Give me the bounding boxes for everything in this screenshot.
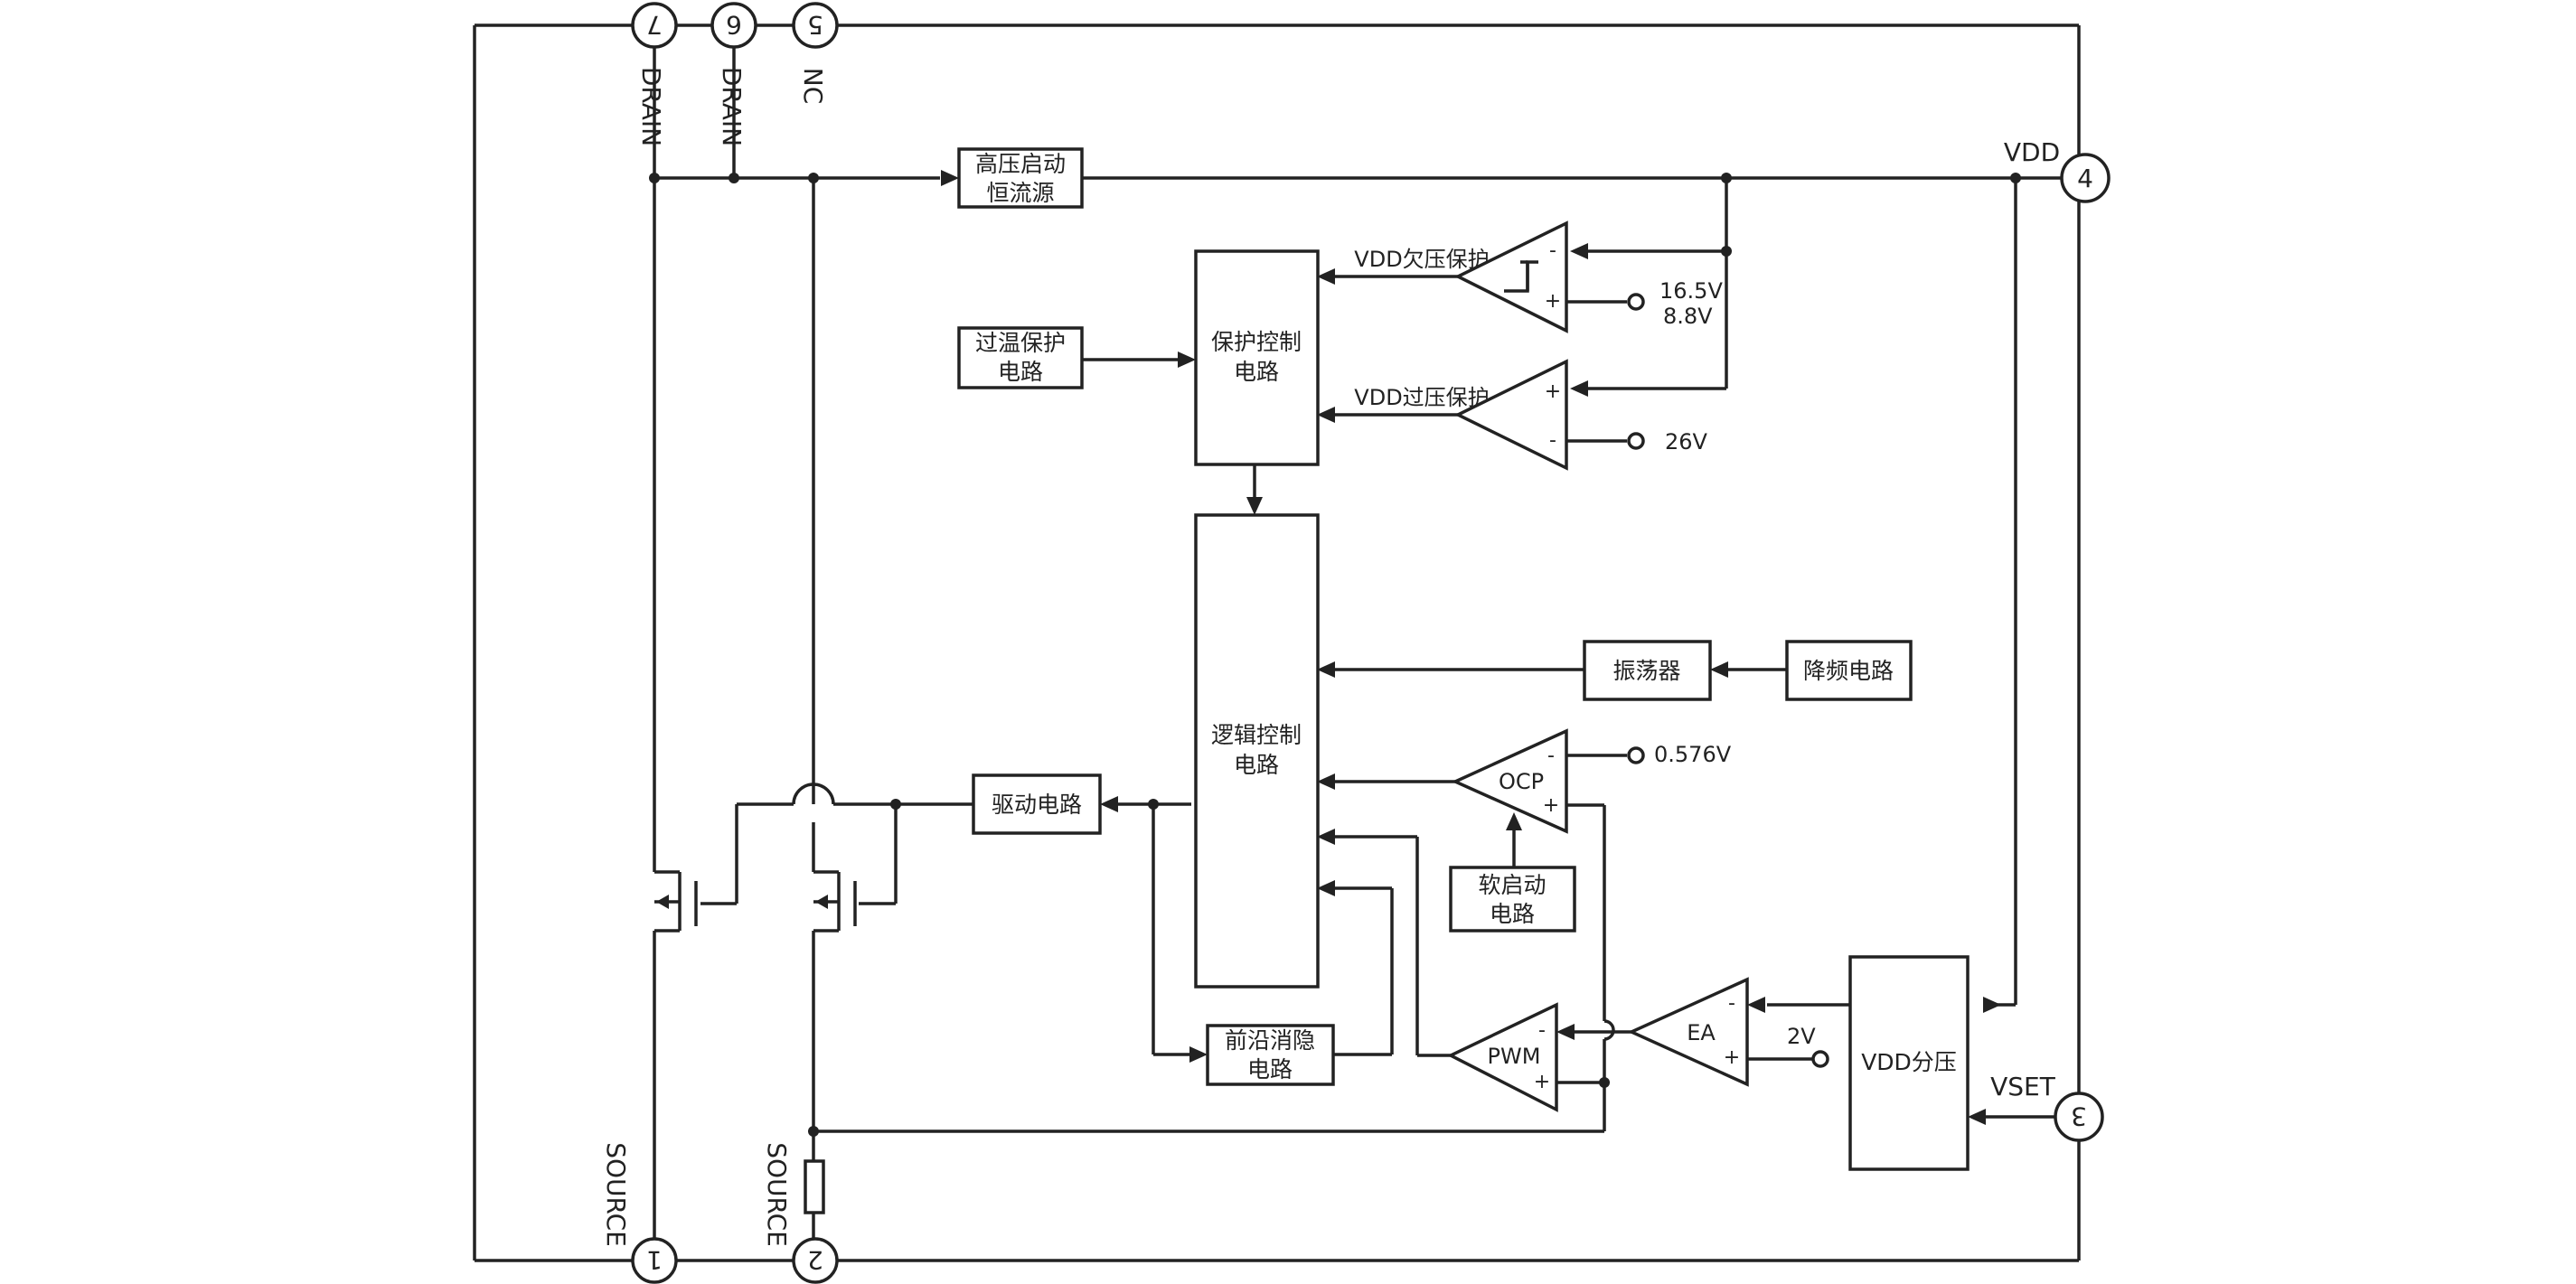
pin-name: SOURCE	[601, 1142, 631, 1247]
ovp-label: VDD过压保护	[1354, 385, 1489, 410]
pin-name: VSET	[1990, 1072, 2056, 1101]
pin-6: 6 DRAIN	[710, 2, 757, 146]
wire-hop	[1603, 1019, 1615, 1041]
mosfet-right	[813, 870, 857, 933]
pin-number: 4	[2077, 164, 2093, 193]
protect-ctrl-block: 保护控制 电路	[1194, 249, 1320, 466]
chip-outline	[473, 23, 2081, 1262]
svg-text:+: +	[1545, 290, 1561, 313]
svg-text:+: +	[1543, 794, 1559, 817]
svg-text:高压启动: 高压启动	[975, 151, 1066, 177]
arrowheads	[941, 170, 2001, 1125]
uvlo-threshold-low: 8.8V	[1663, 304, 1713, 329]
pin-name: VDD	[2004, 137, 2060, 167]
pin-1: 1 SOURCE	[601, 1142, 678, 1284]
ovp-comparator: + -	[1454, 359, 1568, 471]
sense-resistor	[804, 1159, 825, 1214]
svg-text:电路: 电路	[1247, 1056, 1293, 1082]
mosfet-left	[654, 870, 698, 933]
svg-text:VDD分压: VDD分压	[1861, 1049, 1957, 1075]
hv-startup-block: 高压启动 恒流源	[957, 147, 1084, 209]
pin-3: 3 VSET	[1990, 1072, 2104, 1142]
svg-text:电路: 电路	[998, 359, 1043, 385]
svg-text:软启动: 软启动	[1478, 872, 1546, 898]
svg-text:PWM: PWM	[1488, 1044, 1541, 1069]
pin-name: DRAIN	[717, 67, 747, 146]
pin-2: 2 SOURCE	[762, 1142, 839, 1284]
svg-text:电路: 电路	[1490, 901, 1535, 927]
svg-text:-: -	[1728, 992, 1735, 1015]
pin-number: 6	[726, 10, 742, 40]
soft-start-block: 软启动 电路	[1449, 866, 1576, 933]
freq-reduce-block: 降频电路	[1785, 640, 1913, 701]
svg-text:降频电路: 降频电路	[1803, 658, 1894, 684]
svg-text:前沿消隐: 前沿消隐	[1225, 1027, 1315, 1054]
uvlo-threshold-high: 16.5V	[1659, 278, 1723, 304]
svg-text:-: -	[1547, 745, 1555, 767]
ea-reference: 2V	[1787, 1024, 1816, 1049]
ocp-reference: 0.576V	[1654, 742, 1732, 767]
ocp-comparator: - + OCP	[1451, 728, 1568, 834]
leb-block: 前沿消隐 电路	[1206, 1024, 1335, 1086]
svg-text:电路: 电路	[1234, 752, 1279, 778]
svg-text:OCP: OCP	[1499, 769, 1544, 794]
svg-text:恒流源: 恒流源	[986, 180, 1054, 206]
pin-number: 1	[646, 1245, 663, 1275]
svg-text:过温保护: 过温保护	[975, 330, 1066, 356]
svg-text:逻辑控制: 逻辑控制	[1211, 722, 1302, 748]
pin-number: 2	[807, 1245, 823, 1275]
pin-number: 7	[646, 10, 663, 40]
pin-4: 4 VDD	[2004, 137, 2111, 203]
svg-text:+: +	[1534, 1071, 1550, 1093]
vdd-divider-block: VDD分压	[1848, 955, 1970, 1171]
svg-text:驱动电路: 驱动电路	[992, 792, 1082, 818]
pin-number: 5	[807, 10, 823, 40]
pin-name: SOURCE	[762, 1142, 792, 1247]
pwm-comparator: - + PWM	[1447, 1002, 1558, 1112]
svg-text:-: -	[1538, 1019, 1546, 1042]
pin-number: 3	[2071, 1101, 2087, 1131]
svg-text:+: +	[1724, 1046, 1740, 1069]
pin-5: 5 NC	[792, 2, 839, 105]
svg-text:-: -	[1549, 239, 1556, 262]
svg-text:+: +	[1545, 380, 1561, 403]
svg-text:保护控制: 保护控制	[1211, 329, 1302, 355]
logic-ctrl-block: 逻辑控制 电路	[1194, 513, 1320, 989]
ovp-reference: 26V	[1665, 429, 1708, 455]
reference-terminals	[1627, 293, 1829, 1068]
driver-block: 驱动电路	[972, 773, 1102, 835]
svg-text:振荡器: 振荡器	[1612, 658, 1680, 684]
uvlo-label: VDD欠压保护	[1354, 247, 1489, 272]
pin-name: NC	[798, 68, 828, 105]
pin-name: DRAIN	[636, 67, 666, 146]
svg-text:EA: EA	[1687, 1020, 1716, 1045]
oscillator-block: 振荡器	[1583, 640, 1712, 701]
junctions	[649, 173, 2021, 1137]
svg-text:电路: 电路	[1234, 359, 1279, 385]
ea-amplifier: - + EA	[1627, 977, 1749, 1087]
uvlo-comparator: - +	[1454, 220, 1568, 333]
svg-text:-: -	[1549, 429, 1556, 452]
over-temp-block: 过温保护 电路	[957, 326, 1084, 389]
